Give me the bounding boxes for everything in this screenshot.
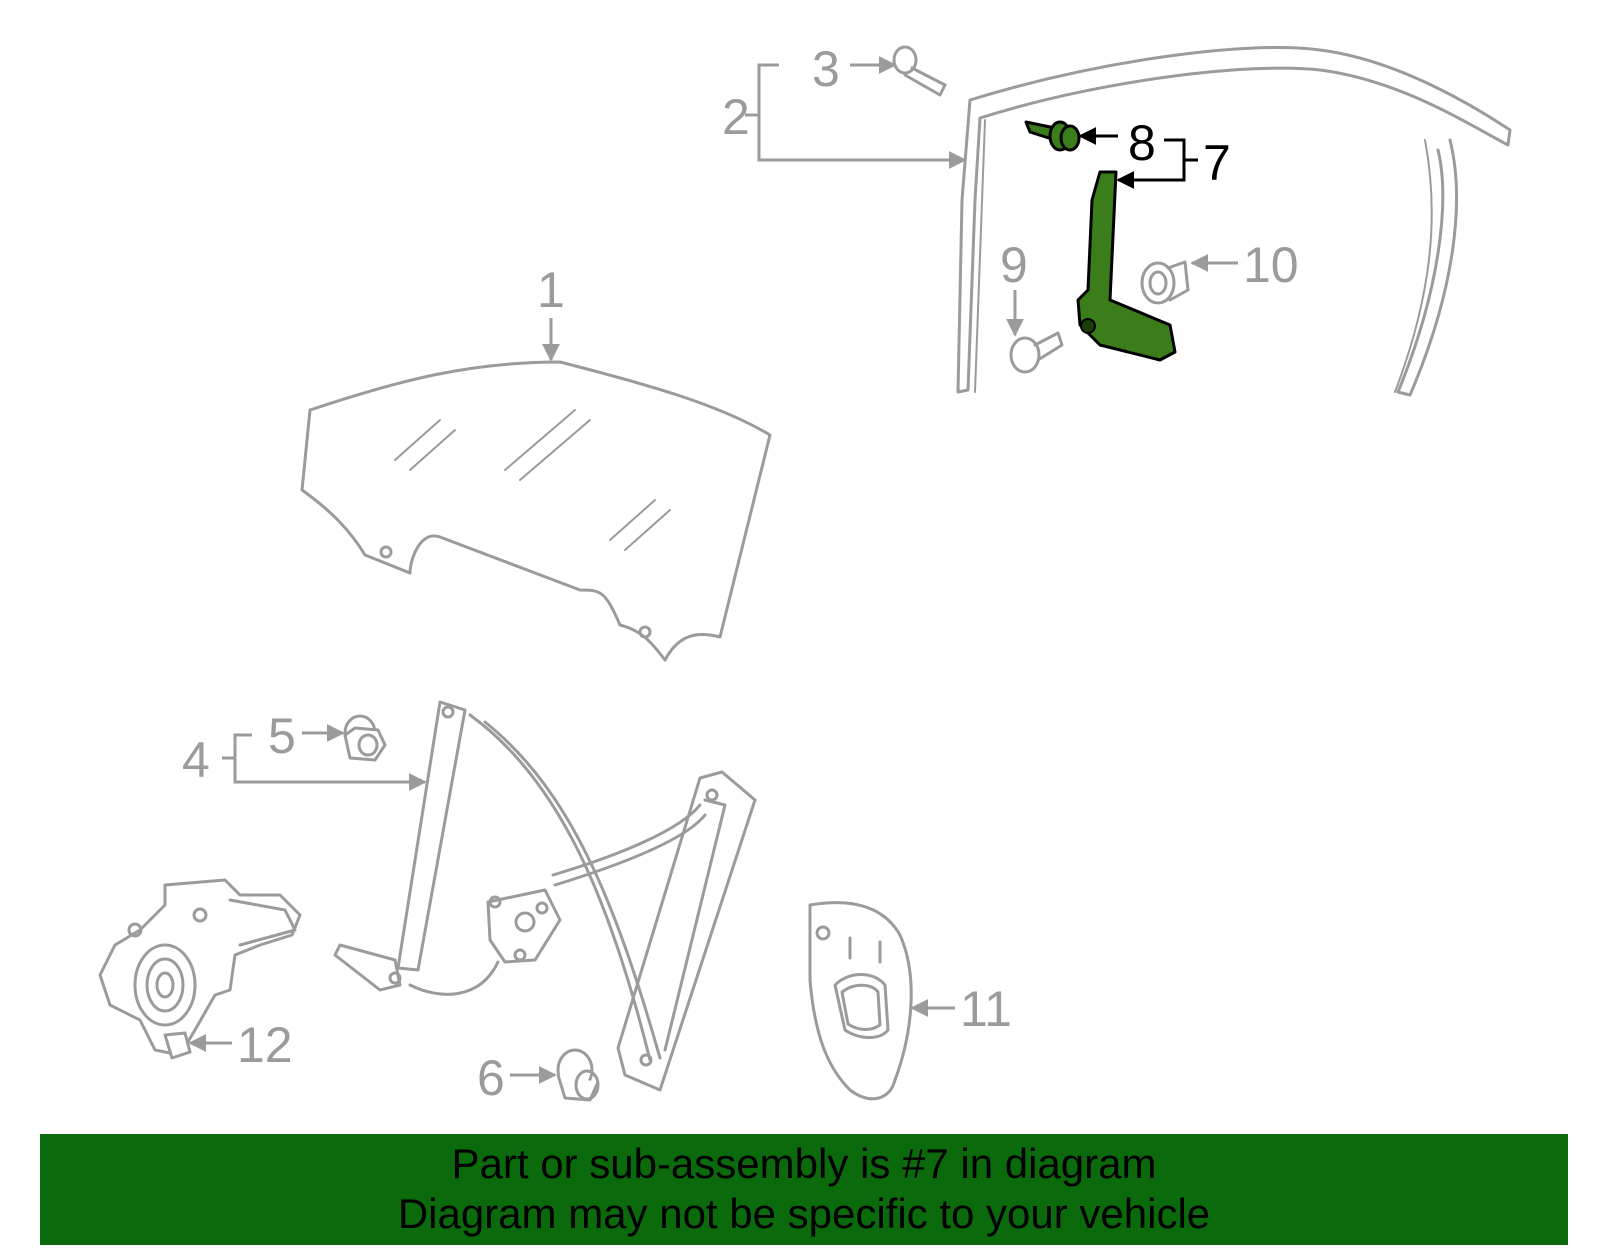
callout-6: 6: [477, 1050, 505, 1106]
callout-5: 5: [268, 708, 296, 764]
channel-part-7: [1076, 170, 1177, 362]
regulator-part-4: [333, 700, 757, 1092]
cover-part-11: [808, 901, 913, 1101]
callout-2: 2: [722, 89, 750, 145]
callout-3: 3: [812, 41, 840, 97]
callout-12: 12: [237, 1017, 293, 1073]
banner-line-1: Part or sub-assembly is #7 in diagram: [451, 1140, 1157, 1187]
callout-4: 4: [182, 732, 210, 788]
clip-part-8: [1024, 120, 1081, 152]
grommet-part-10: [1140, 260, 1190, 305]
callout-7: 7: [1203, 135, 1231, 191]
callout-8: 8: [1128, 115, 1156, 171]
door-glass-part-1: [300, 360, 772, 662]
motor-part-12: [98, 878, 302, 1060]
callout-10: 10: [1243, 237, 1299, 293]
screw-part-3: [892, 45, 947, 97]
nut-part-5: [343, 714, 387, 762]
banner-line-2: Diagram may not be specific to your vehi…: [397, 1190, 1211, 1237]
callout-11: 11: [960, 981, 1012, 1037]
callout-1: 1: [537, 262, 565, 318]
info-banner: Part or sub-assembly is #7 in diagram Di…: [40, 1134, 1568, 1245]
callout-9: 9: [1000, 237, 1028, 293]
bushing-part-6: [556, 1048, 600, 1102]
push-pin-part-9: [1009, 331, 1064, 374]
leader-lines: [188, 56, 1238, 1084]
door-frame-part-2: [956, 45, 1512, 397]
